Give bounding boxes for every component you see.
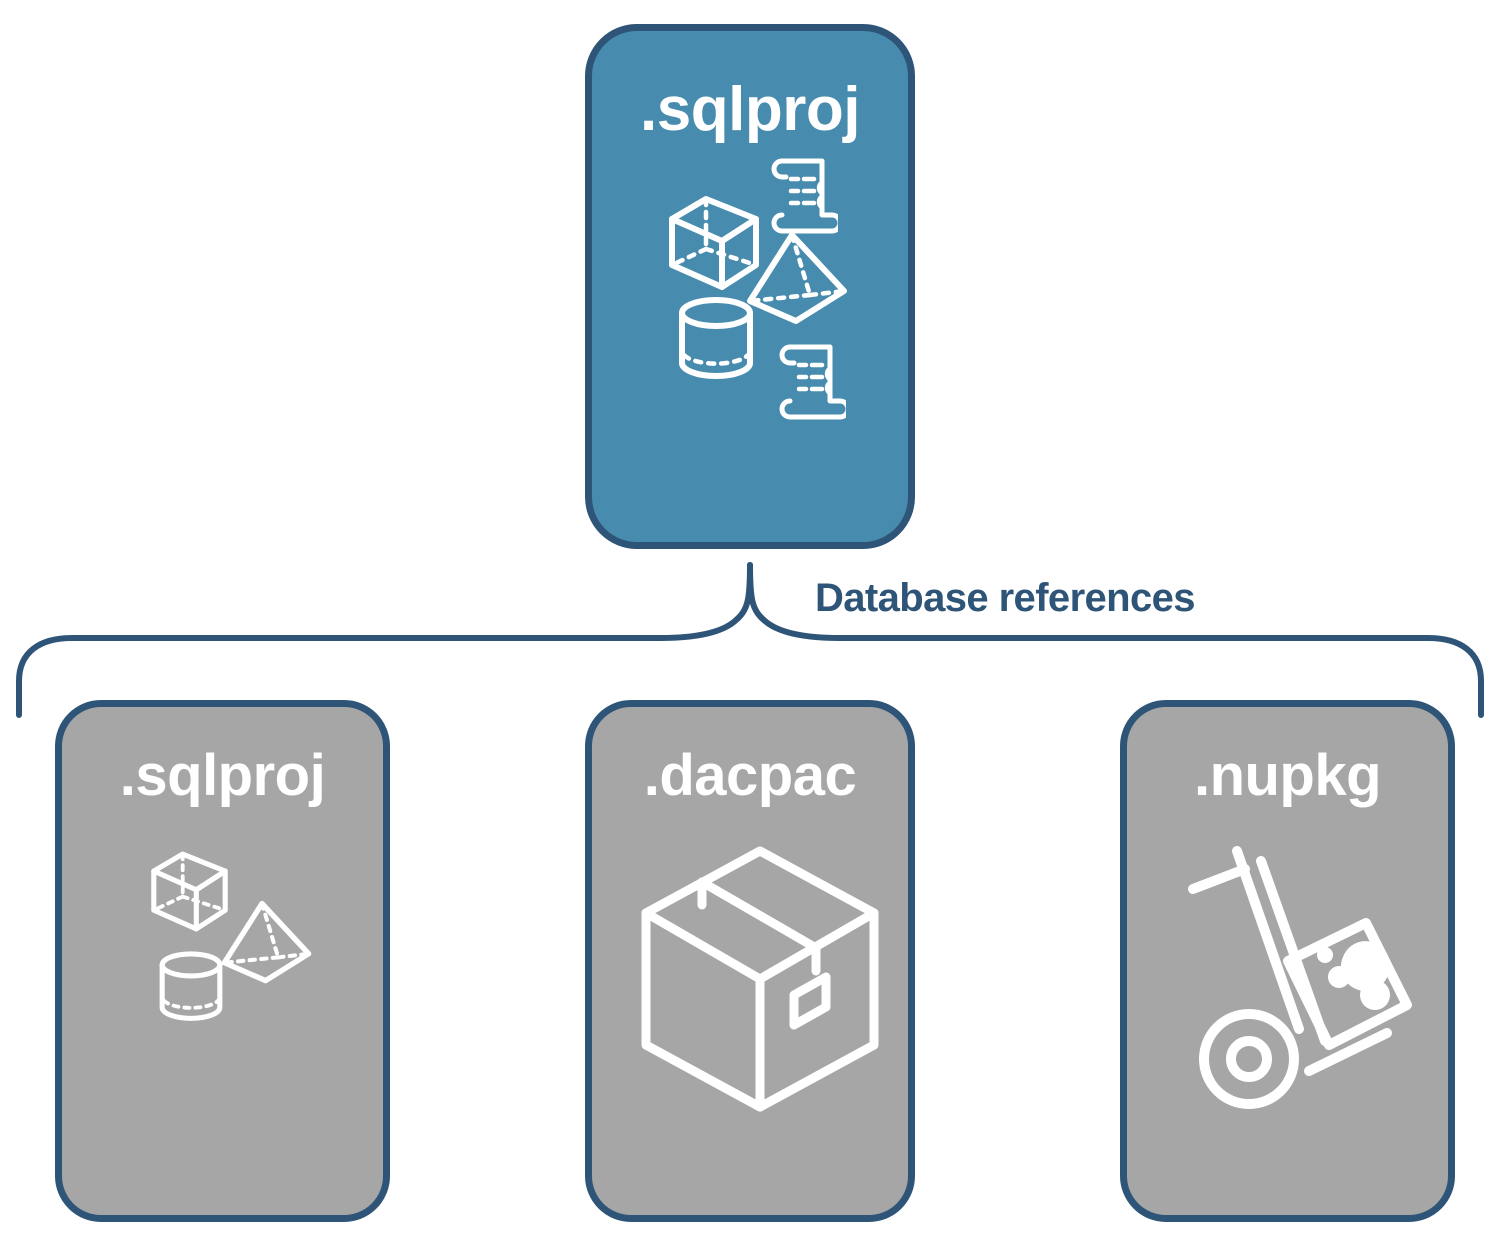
card-ref-nupkg[interactable]: .nupkg: [1120, 700, 1455, 1222]
card-ref-sqlproj[interactable]: .sqlproj: [55, 700, 390, 1222]
card-title: .sqlproj: [119, 743, 326, 808]
card-artwork: [592, 805, 908, 1215]
cube-icon: [151, 851, 228, 932]
pyramid-icon: [221, 900, 312, 984]
brace-label: Database references: [815, 576, 1196, 620]
cube-icon: [669, 196, 759, 290]
card-title: .dacpac: [643, 743, 857, 808]
cylinder-icon: [679, 297, 753, 379]
package-box-icon: [641, 846, 879, 1112]
card-artwork: [1127, 805, 1448, 1215]
scroll-icon: [771, 158, 838, 234]
pyramid-icon: [747, 232, 847, 324]
card-artwork: [62, 805, 383, 1215]
card-title: .nupkg: [1193, 743, 1382, 808]
cylinder-icon: [159, 951, 223, 1021]
card-artwork: [592, 141, 908, 542]
hand-truck-package-icon: [1188, 846, 1412, 1109]
card-ref-dacpac[interactable]: .dacpac: [585, 700, 915, 1222]
scroll-icon: [779, 344, 846, 420]
card-root-sqlproj[interactable]: .sqlproj: [585, 24, 915, 549]
card-title: .sqlproj: [640, 75, 860, 144]
